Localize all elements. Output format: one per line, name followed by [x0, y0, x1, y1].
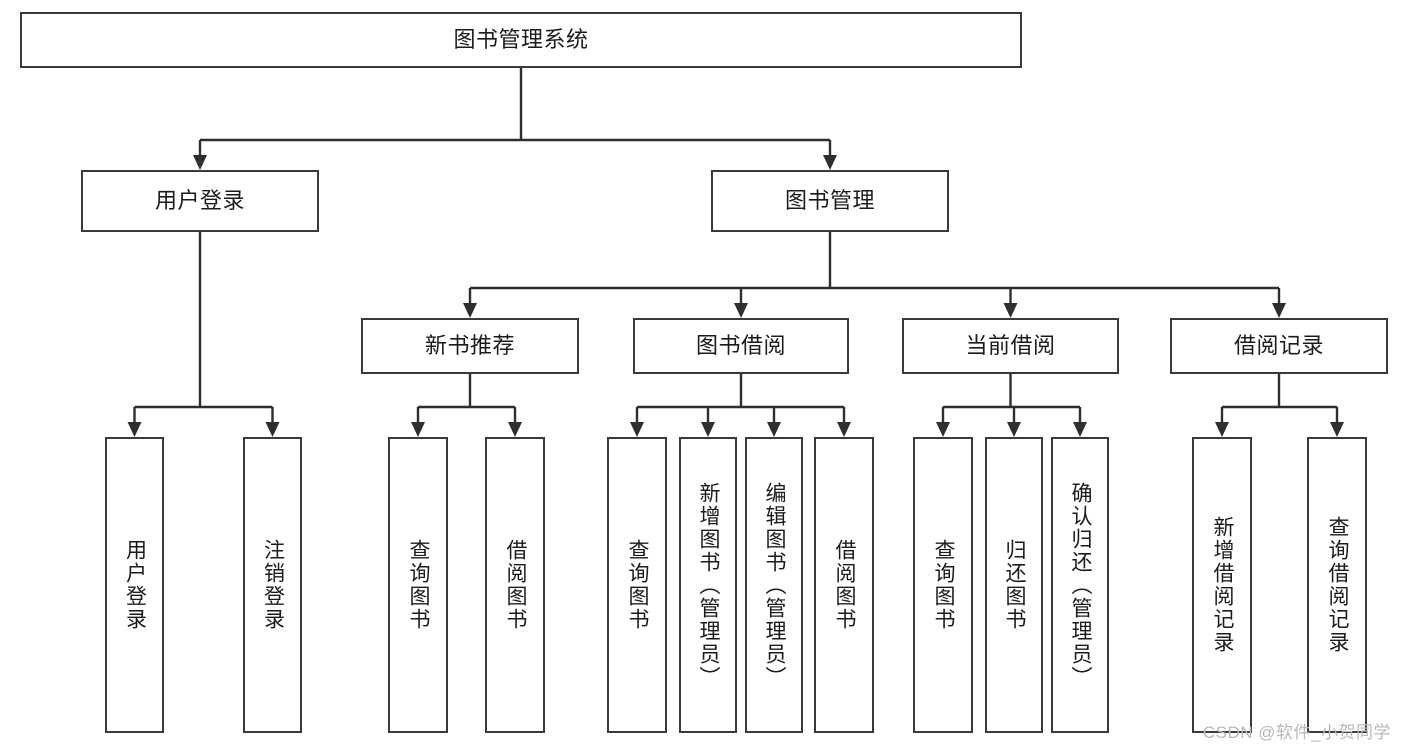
node-box-n-current-borrow[interactable]: 当前借阅	[902, 318, 1119, 374]
node-box-n-borrow-record[interactable]: 借阅记录	[1170, 318, 1388, 374]
node-label-l-rec-borrow-book: 借阅图书	[504, 539, 528, 631]
arrow-head-l-rec-query-record	[1330, 422, 1344, 437]
node-label-n-borrow-record: 借阅记录	[1233, 333, 1324, 359]
node-label-l-rec-add-record: 新增借阅记录	[1211, 516, 1235, 654]
arrow-head-l-user-logout	[265, 422, 280, 437]
node-label-n-book-borrow: 图书借阅	[695, 333, 786, 359]
arrow-head-l-cur-confirm-return	[1073, 422, 1087, 437]
node-box-l-rec-query-book[interactable]: 查询图书	[388, 437, 448, 733]
node-label-n-new-book-rec: 新书推荐	[424, 333, 515, 359]
arrow-head-l-rec-add-record	[1215, 422, 1229, 437]
node-box-l-user-login[interactable]: 用户登录	[105, 437, 164, 733]
node-box-n-book-borrow[interactable]: 图书借阅	[633, 318, 849, 374]
node-label-l-borrow-add-book: 新增图书（管理员）	[697, 481, 721, 689]
node-box-root[interactable]: 图书管理系统	[20, 12, 1022, 68]
node-box-n-new-book-rec[interactable]: 新书推荐	[361, 318, 579, 374]
arrow-head-n-book-manage	[823, 155, 837, 170]
node-label-l-borrow-lend-book: 借阅图书	[833, 539, 857, 631]
node-box-l-user-logout[interactable]: 注销登录	[243, 437, 302, 733]
arrow-head-l-borrow-add-book	[701, 422, 715, 437]
node-label-l-cur-confirm-return: 确认归还（管理员）	[1069, 481, 1093, 689]
node-label-n-current-borrow: 当前借阅	[965, 333, 1056, 359]
node-label-l-cur-return-book: 归还图书	[1003, 539, 1027, 631]
arrow-head-n-current-borrow	[1003, 303, 1018, 318]
arrow-head-n-new-book-rec	[463, 303, 477, 318]
node-label-root: 图书管理系统	[453, 27, 589, 53]
node-label-l-user-login: 用户登录	[123, 539, 147, 631]
arrow-head-n-user-login	[193, 155, 207, 170]
arrow-head-l-user-login	[127, 422, 142, 437]
node-box-l-cur-confirm-return[interactable]: 确认归还（管理员）	[1051, 437, 1109, 733]
node-box-l-cur-query-book[interactable]: 查询图书	[913, 437, 973, 733]
node-label-l-borrow-query-book: 查询图书	[626, 539, 650, 631]
node-label-l-user-logout: 注销登录	[261, 539, 285, 631]
arrow-head-l-rec-query-book	[411, 422, 425, 437]
node-label-n-user-login: 用户登录	[154, 188, 245, 214]
node-label-l-rec-query-book: 查询图书	[407, 539, 431, 631]
node-box-n-book-manage[interactable]: 图书管理	[711, 170, 949, 232]
node-box-l-borrow-edit-book[interactable]: 编辑图书（管理员）	[745, 437, 803, 733]
arrow-head-l-borrow-lend-book	[837, 422, 851, 437]
watermark-label: CSDN @软件_小贺同学	[1202, 723, 1391, 742]
node-box-l-rec-borrow-book[interactable]: 借阅图书	[485, 437, 545, 733]
node-label-l-cur-query-book: 查询图书	[932, 539, 956, 631]
node-box-l-borrow-lend-book[interactable]: 借阅图书	[814, 437, 874, 733]
arrow-head-l-borrow-edit-book	[767, 422, 781, 437]
node-label-n-book-manage: 图书管理	[784, 188, 875, 214]
node-box-l-cur-return-book[interactable]: 归还图书	[985, 437, 1043, 733]
node-label-l-borrow-edit-book: 编辑图书（管理员）	[763, 481, 787, 689]
node-label-l-rec-query-record: 查询借阅记录	[1326, 516, 1350, 654]
node-box-n-user-login[interactable]: 用户登录	[81, 170, 319, 232]
arrow-head-l-rec-borrow-book	[508, 422, 522, 437]
node-box-l-borrow-add-book[interactable]: 新增图书（管理员）	[679, 437, 737, 733]
node-box-l-rec-add-record[interactable]: 新增借阅记录	[1192, 437, 1252, 733]
node-box-l-borrow-query-book[interactable]: 查询图书	[607, 437, 667, 733]
arrow-head-n-book-borrow	[734, 303, 748, 318]
arrow-head-n-borrow-record	[1272, 303, 1286, 318]
arrow-head-l-cur-return-book	[1007, 422, 1021, 437]
arrow-head-l-cur-query-book	[936, 422, 950, 437]
arrow-head-l-borrow-query-book	[630, 422, 644, 437]
node-box-l-rec-query-record[interactable]: 查询借阅记录	[1307, 437, 1367, 733]
